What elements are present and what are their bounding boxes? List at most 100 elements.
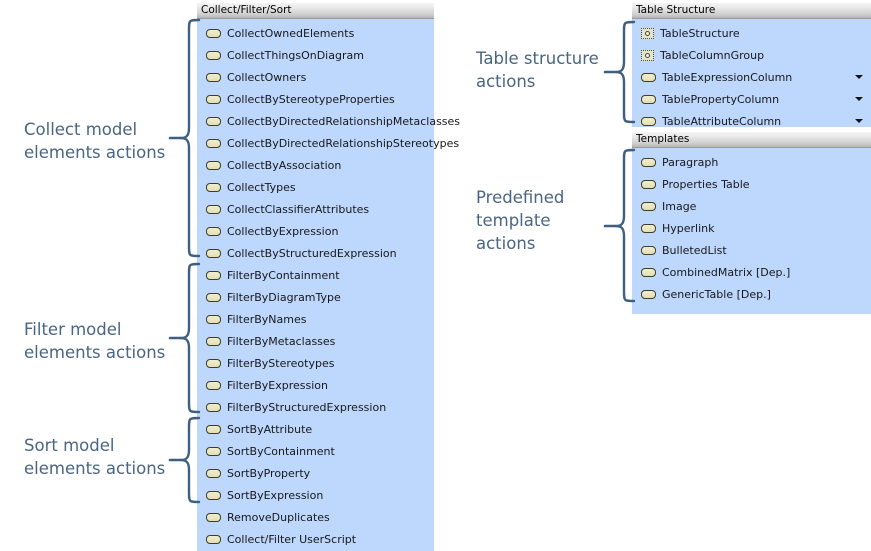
palette-item-label: RemoveDuplicates <box>227 510 330 524</box>
palette-item-label: TableExpressionColumn <box>662 70 793 84</box>
pill-icon <box>641 267 656 277</box>
palette-item-label: TableAttributeColumn <box>662 114 782 128</box>
palette-item-label: SortByContainment <box>227 444 335 458</box>
palette-item[interactable]: CollectByDirectedRelationshipMetaclasses <box>197 110 460 132</box>
pill-icon <box>641 223 656 233</box>
palette-item-label: FilterByContainment <box>227 268 340 282</box>
palette-item[interactable]: TableAttributeColumn <box>632 110 871 132</box>
palette-item[interactable]: Collect/Filter UserScript <box>197 528 434 550</box>
palette-item-label: FilterByStructuredExpression <box>227 400 387 414</box>
palette-item[interactable]: TableColumnGroup <box>632 44 871 66</box>
pill-icon <box>206 358 221 368</box>
palette-item-label: Properties Table <box>662 177 750 191</box>
palette-item-label: CollectByAssociation <box>227 158 342 172</box>
palette-item[interactable]: CollectByExpression <box>197 220 434 242</box>
palette-item-label: CollectOwnedElements <box>227 26 355 40</box>
palette-item[interactable]: FilterByMetaclasses <box>197 330 434 352</box>
chevron-down-icon[interactable] <box>855 75 863 79</box>
pill-icon <box>206 424 221 434</box>
palette-item[interactable]: CollectByAssociation <box>197 154 434 176</box>
palette-item[interactable]: RemoveDuplicates <box>197 506 434 528</box>
palette-panel-collect-filter-sort: Collect/Filter/Sort CollectOwnedElements… <box>197 2 460 551</box>
palette-item-label: CollectTypes <box>227 180 296 194</box>
pill-icon <box>641 94 656 104</box>
palette-item[interactable]: CollectByStructuredExpression <box>197 242 434 264</box>
palette-item-label: TableStructure <box>660 26 740 40</box>
pill-icon <box>641 72 656 82</box>
palette-item[interactable]: TablePropertyColumn <box>632 88 871 110</box>
palette-item[interactable]: TableStructure <box>632 22 871 44</box>
palette-item-label: FilterByMetaclasses <box>227 334 336 348</box>
palette-item-label: SortByAttribute <box>227 422 313 436</box>
structure-icon <box>641 49 654 61</box>
palette-item-label: Paragraph <box>662 155 719 169</box>
palette-item-label: CollectClassifierAttributes <box>227 202 370 216</box>
palette-item-label: FilterByNames <box>227 312 307 326</box>
palette-item[interactable]: CollectClassifierAttributes <box>197 198 434 220</box>
palette-item[interactable]: FilterByNames <box>197 308 434 330</box>
annotation-filter-model-elements-actions: Filter model elements actions <box>24 320 166 362</box>
palette-item-label: TablePropertyColumn <box>662 92 780 106</box>
palette-item[interactable]: CollectOwnedElements <box>197 22 434 44</box>
palette-item[interactable]: FilterByExpression <box>197 374 434 396</box>
palette-item-label: Image <box>662 199 697 213</box>
chevron-down-icon[interactable] <box>855 119 863 123</box>
panel-header-table-structure[interactable]: Table Structure <box>632 2 871 19</box>
pill-icon <box>206 182 221 192</box>
palette-item-label: CollectByDirectedRelationshipStereotypes <box>227 136 460 150</box>
palette-item-label: CollectByDirectedRelationshipMetaclasses <box>227 114 461 128</box>
annotation-table-structure-actions: Table structure actions <box>476 49 599 91</box>
palette-item-label: CombinedMatrix [Dep.] <box>662 265 791 279</box>
palette-item-label: FilterByExpression <box>227 378 329 392</box>
palette-item[interactable]: FilterByDiagramType <box>197 286 434 308</box>
pill-icon <box>206 490 221 500</box>
palette-item[interactable]: SortByContainment <box>197 440 434 462</box>
palette-item[interactable]: FilterByContainment <box>197 264 434 286</box>
palette-item[interactable]: SortByExpression <box>197 484 434 506</box>
palette-item-label: CollectByStructuredExpression <box>227 246 397 260</box>
chevron-down-icon[interactable] <box>855 97 863 101</box>
palette-item[interactable]: Image <box>632 195 871 217</box>
palette-item[interactable]: TableExpressionColumn <box>632 66 871 88</box>
palette-item[interactable]: BulletedList <box>632 239 871 261</box>
palette-item-label: Hyperlink <box>662 221 715 235</box>
palette-item[interactable]: CollectOwners <box>197 66 434 88</box>
palette-item-label: SortByExpression <box>227 488 324 502</box>
pill-icon <box>206 446 221 456</box>
pill-icon <box>641 157 656 167</box>
palette-item-label: Collect/Filter UserScript <box>227 532 357 546</box>
palette-item[interactable]: SortByAttribute <box>197 418 434 440</box>
palette-item-label: SortByProperty <box>227 466 311 480</box>
pill-icon <box>206 270 221 280</box>
palette-item-label: TableColumnGroup <box>660 48 765 62</box>
palette-item[interactable]: FilterByStereotypes <box>197 352 434 374</box>
palette-item[interactable]: FilterByStructuredExpression <box>197 396 434 418</box>
panel-header-collect-filter-sort[interactable]: Collect/Filter/Sort <box>197 2 434 19</box>
palette-item-label: FilterByStereotypes <box>227 356 335 370</box>
palette-item[interactable]: Paragraph <box>632 151 871 173</box>
pill-icon <box>641 245 656 255</box>
pill-icon <box>206 512 221 522</box>
panel-header-templates[interactable]: Templates <box>632 131 871 148</box>
palette-item[interactable]: CollectTypes <box>197 176 434 198</box>
palette-item[interactable]: CombinedMatrix [Dep.] <box>632 261 871 283</box>
palette-item[interactable]: CollectThingsOnDiagram <box>197 44 434 66</box>
pill-icon <box>206 534 221 544</box>
pill-icon <box>206 204 221 214</box>
pill-icon <box>206 380 221 390</box>
palette-item[interactable]: GenericTable [Dep.] <box>632 283 871 305</box>
palette-item-label: CollectThingsOnDiagram <box>227 48 364 62</box>
palette-item[interactable]: Properties Table <box>632 173 871 195</box>
pill-icon <box>641 179 656 189</box>
pill-icon <box>206 314 221 324</box>
palette-item[interactable]: SortByProperty <box>197 462 434 484</box>
palette-item[interactable]: CollectByDirectedRelationshipStereotypes <box>197 132 459 154</box>
palette-item-label: GenericTable [Dep.] <box>662 287 771 301</box>
pill-icon <box>206 336 221 346</box>
palette-item[interactable]: CollectByStereotypeProperties <box>197 88 434 110</box>
palette-item[interactable]: Hyperlink <box>632 217 871 239</box>
annotation-sort-model-elements-actions: Sort model elements actions <box>24 436 166 478</box>
